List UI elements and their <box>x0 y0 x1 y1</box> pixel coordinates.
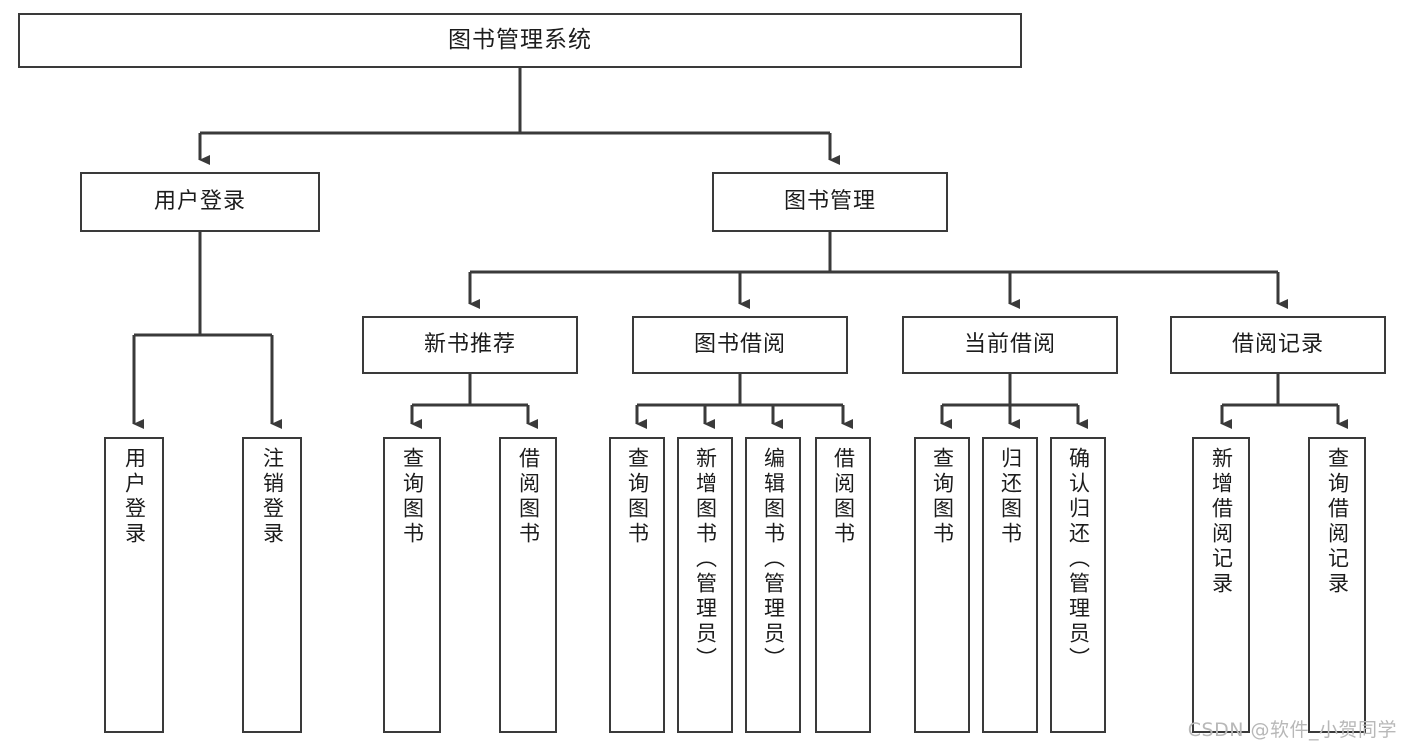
node-label: 编辑图书（管理员） <box>761 447 786 672</box>
node-label: 用户登录 <box>122 447 147 547</box>
leaf-current-query-book[interactable]: 查询图书 <box>914 437 970 733</box>
node-label: 新增图书（管理员） <box>693 447 718 672</box>
leaf-borrow-query-book[interactable]: 查询图书 <box>609 437 665 733</box>
node-borrow-record[interactable]: 借阅记录 <box>1170 316 1386 374</box>
node-label: 借阅图书 <box>516 447 541 547</box>
node-book-management[interactable]: 图书管理 <box>712 172 948 232</box>
node-label: 查询图书 <box>930 447 955 547</box>
node-current-borrow[interactable]: 当前借阅 <box>902 316 1118 374</box>
node-label: 用户登录 <box>153 189 246 215</box>
node-label: 新增借阅记录 <box>1209 447 1234 597</box>
node-label: 查询图书 <box>400 447 425 547</box>
leaf-borrow-add-book-admin[interactable]: 新增图书（管理员） <box>677 437 733 733</box>
leaf-record-add-record[interactable]: 新增借阅记录 <box>1192 437 1250 733</box>
node-label: 查询借阅记录 <box>1325 447 1350 597</box>
csdn-watermark: CSDN @软件_小贺同学 <box>1187 719 1397 741</box>
node-label: 确认归还（管理员） <box>1066 447 1091 672</box>
node-label: 图书管理 <box>783 189 876 215</box>
node-label: 图书管理系统 <box>448 26 592 53</box>
leaf-current-confirm-return-admin[interactable]: 确认归还（管理员） <box>1050 437 1106 733</box>
node-label: 注销登录 <box>260 447 285 547</box>
leaf-borrow-borrow-book[interactable]: 借阅图书 <box>815 437 871 733</box>
leaf-record-query-record[interactable]: 查询借阅记录 <box>1308 437 1366 733</box>
node-label: 借阅记录 <box>1231 332 1324 358</box>
node-label: 图书借阅 <box>693 332 786 358</box>
leaf-recommend-borrow-book[interactable]: 借阅图书 <box>499 437 557 733</box>
leaf-borrow-edit-book-admin[interactable]: 编辑图书（管理员） <box>745 437 801 733</box>
leaf-user-login-login[interactable]: 用户登录 <box>104 437 164 733</box>
node-label: 查询图书 <box>625 447 650 547</box>
node-label: 归还图书 <box>998 447 1023 547</box>
leaf-current-return-book[interactable]: 归还图书 <box>982 437 1038 733</box>
leaf-recommend-query-book[interactable]: 查询图书 <box>383 437 441 733</box>
leaf-user-login-logout[interactable]: 注销登录 <box>242 437 302 733</box>
node-label: 新书推荐 <box>423 332 516 358</box>
node-root-system[interactable]: 图书管理系统 <box>18 13 1022 68</box>
node-label: 当前借阅 <box>963 332 1056 358</box>
node-book-borrow[interactable]: 图书借阅 <box>632 316 848 374</box>
node-label: 借阅图书 <box>831 447 856 547</box>
node-new-book-recommend[interactable]: 新书推荐 <box>362 316 578 374</box>
node-user-login[interactable]: 用户登录 <box>80 172 320 232</box>
